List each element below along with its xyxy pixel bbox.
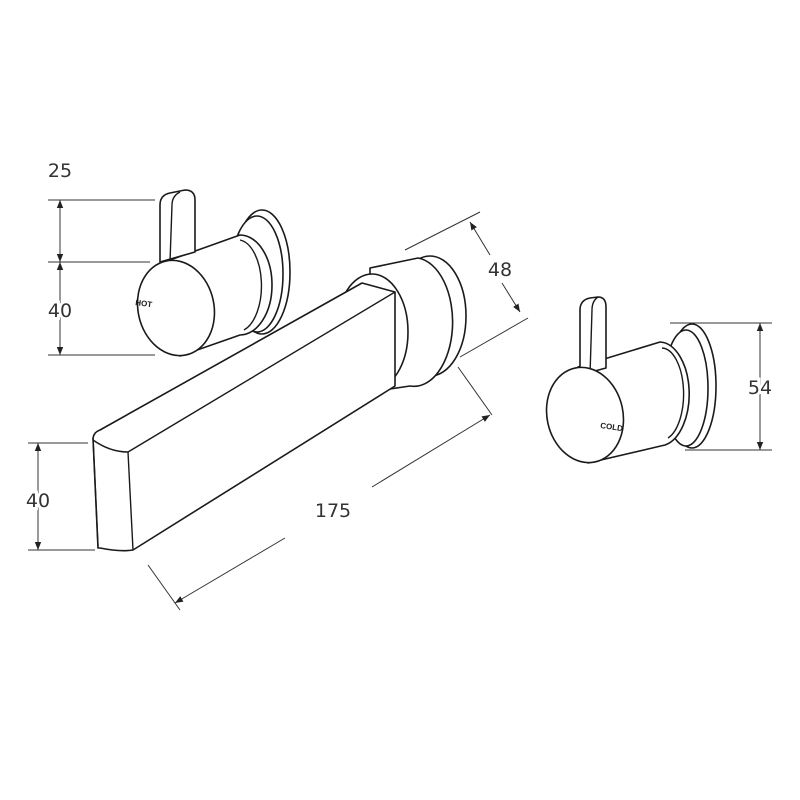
hot-body-ring bbox=[239, 239, 263, 331]
cold-knob-face bbox=[545, 366, 625, 464]
spout-body bbox=[92, 282, 396, 552]
cold-tap: COLD bbox=[545, 296, 717, 464]
hot-knob-face bbox=[136, 259, 216, 357]
dim-boss-diameter: 48 bbox=[488, 259, 512, 281]
dim-spout-height: 40 bbox=[26, 490, 50, 512]
dim-handle-height: 25 bbox=[48, 160, 72, 182]
dim-plate-diameter: 54 bbox=[748, 377, 772, 399]
hot-label: HOT bbox=[135, 298, 153, 309]
dimensions: 25 40 40 175 48 54 bbox=[23, 160, 775, 611]
cold-lever bbox=[579, 296, 607, 376]
dim-spout-length: 175 bbox=[315, 500, 351, 522]
spout bbox=[92, 255, 467, 552]
cold-label: COLD bbox=[600, 421, 624, 433]
hot-tap: HOT bbox=[135, 189, 291, 357]
hot-lever bbox=[159, 189, 196, 263]
dim-knob-height: 40 bbox=[48, 300, 72, 322]
